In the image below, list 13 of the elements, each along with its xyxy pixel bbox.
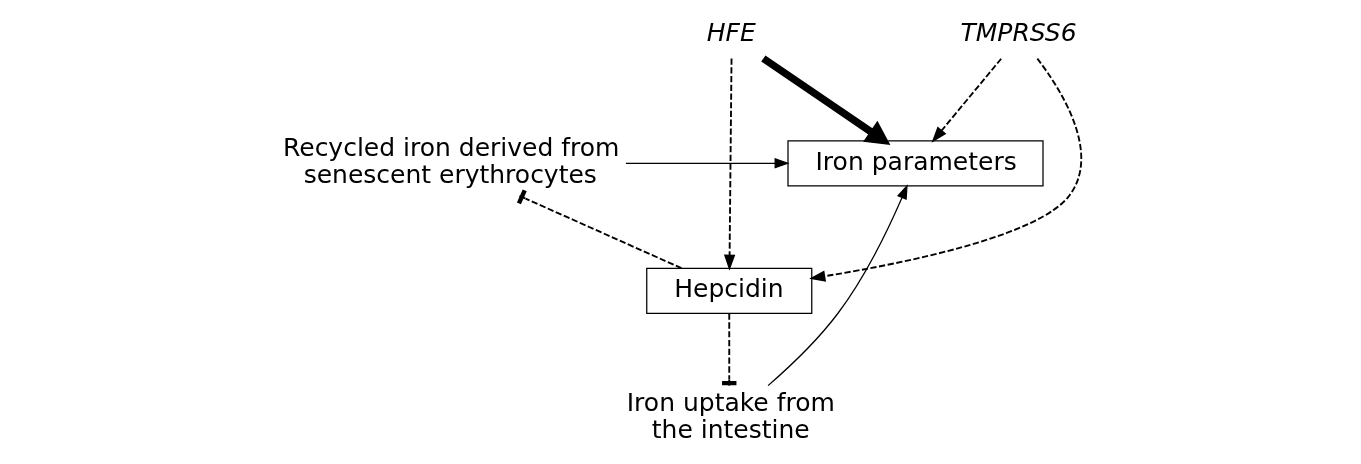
node-text: Recycled iron derived from senescent erythrocytes	[283, 132, 620, 190]
node-box: Iron parameters	[787, 140, 1044, 187]
node-text: TMPRSS6	[960, 17, 1077, 47]
arrow	[761, 55, 891, 145]
node-box: Hepcidin	[646, 267, 813, 314]
arrow	[931, 57, 1003, 143]
node-text: HFE	[706, 17, 756, 47]
arrow	[809, 57, 1083, 282]
node-text: Iron uptake from the intestine	[626, 387, 835, 445]
arrow	[723, 57, 736, 271]
connector	[516, 189, 683, 270]
arrow	[625, 158, 790, 169]
arrow	[767, 184, 908, 387]
